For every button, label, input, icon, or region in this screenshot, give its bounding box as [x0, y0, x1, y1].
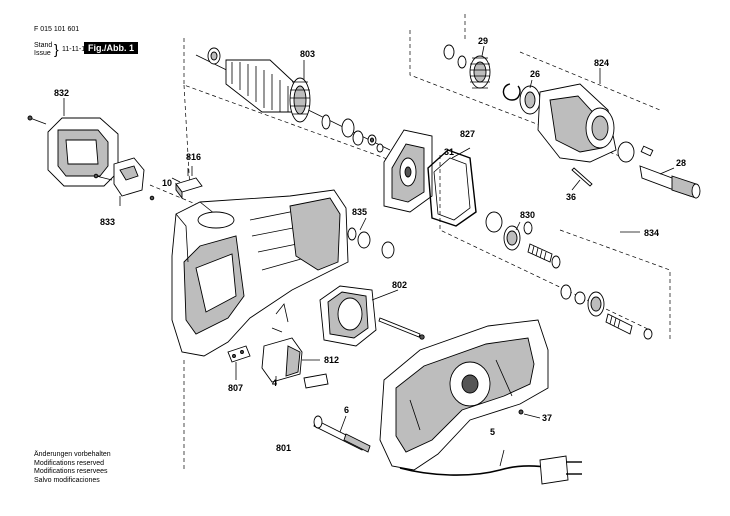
bearing-plate-827 [383, 129, 433, 213]
label-26: 26 [530, 69, 540, 79]
brush-holder-833 [93, 157, 155, 201]
figure-label: Fig./Abb. 1 [84, 42, 138, 54]
label-834: 834 [644, 228, 659, 238]
label-28: 28 [676, 158, 686, 168]
switch-812 [261, 303, 329, 389]
label-816: 816 [186, 152, 201, 162]
label-10: 10 [162, 178, 172, 188]
label-6: 6 [344, 405, 349, 415]
armature-803 [195, 47, 391, 153]
label-835: 835 [352, 207, 367, 217]
circlip-26 [502, 83, 541, 115]
gasket-31 [427, 149, 477, 227]
issue-date: 11-11-14 [62, 46, 89, 53]
label-4: 4 [272, 378, 277, 388]
note-de: Änderungen vorbehalten [34, 451, 111, 458]
fan-ring-835 [347, 227, 395, 259]
label-807: 807 [228, 383, 243, 393]
field-coil-802 [319, 285, 425, 347]
label-31: 31 [444, 147, 454, 157]
cable-clamp-807 [227, 345, 251, 363]
motor-housing-801 [171, 189, 349, 357]
gear-housing-824 [537, 83, 654, 163]
auxiliary-handle-6 [313, 415, 371, 453]
brace: } [54, 41, 59, 57]
carbon-brush-816 [175, 168, 203, 200]
label-36: 36 [566, 192, 576, 202]
pin-36 [571, 167, 593, 187]
spindle-28 [639, 165, 701, 199]
handle-housing [379, 319, 549, 471]
note-en: Modifications reserved [34, 459, 105, 467]
doc-number: F 015 101 601 [34, 26, 80, 33]
label-830: 830 [520, 210, 535, 220]
label-29: 29 [478, 36, 488, 46]
stand-label: Stand [34, 42, 53, 49]
note-fr: Modifications reservees [34, 468, 108, 476]
power-cord-5 [399, 455, 582, 485]
label-824: 824 [594, 58, 609, 68]
label-5: 5 [490, 427, 495, 437]
label-812: 812 [324, 355, 339, 365]
part-number-labels: 803 29 824 26 832 827 31 28 816 10 36 83… [54, 36, 686, 453]
label-827: 827 [460, 129, 475, 139]
note-es: Salvo modificaciones [34, 476, 100, 484]
modification-notes: Änderungen vorbehalten Modifications res… [34, 451, 111, 485]
gear-set-830 [485, 211, 561, 269]
label-832: 832 [54, 88, 69, 98]
label-37: 37 [542, 413, 552, 423]
issue-label: Issue [34, 50, 51, 57]
motor-cover-832 [27, 115, 119, 187]
label-833: 833 [100, 217, 115, 227]
label-802: 802 [392, 280, 407, 290]
gear-set-834 [560, 284, 653, 340]
gear-29 [443, 44, 491, 89]
leader-lines [63, 45, 675, 467]
label-803: 803 [300, 49, 315, 59]
label-801: 801 [276, 443, 291, 453]
